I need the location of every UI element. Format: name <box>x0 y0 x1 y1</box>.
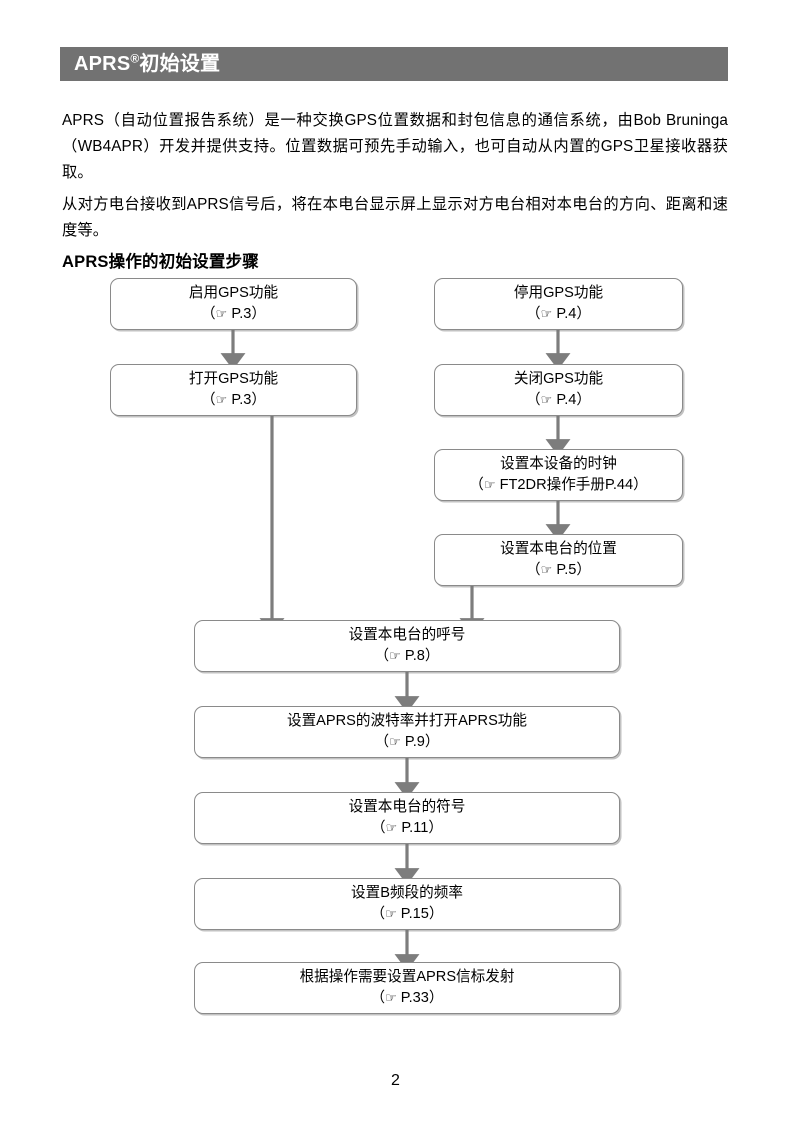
flow-node-set-device-clock[interactable]: 设置本设备的时钟 （☞ FT2DR操作手册P.44） <box>434 449 683 501</box>
flow-node-set-station-callsign-ref: （☞ P.8） <box>374 648 440 664</box>
flow-node-set-device-clock-ref: （☞ FT2DR操作手册P.44） <box>469 477 648 493</box>
flow-node-enable-gps[interactable]: 启用GPS功能 （☞ P.3） <box>110 278 357 330</box>
flow-node-set-station-symbol[interactable]: 设置本电台的符号 （☞ P.11） <box>194 792 620 844</box>
page-title: APRS®初始设置 <box>60 51 221 75</box>
flow-node-disable-gps-ref: （☞ P.4） <box>526 306 591 322</box>
pointing-hand-icon: ☞ <box>385 821 398 836</box>
flow-node-set-aprs-baud-rate-label: 设置APRS的波特率并打开APRS功能 <box>286 713 527 729</box>
flow-node-turn-on-gps-ref: （☞ P.3） <box>201 392 266 408</box>
flow-node-set-station-callsign[interactable]: 设置本电台的呼号 （☞ P.8） <box>194 620 620 672</box>
flow-node-set-device-clock-label: 设置本设备的时钟 <box>500 456 617 472</box>
flow-node-set-station-position-ref: （☞ P.5） <box>526 562 591 578</box>
flow-node-set-station-position[interactable]: 设置本电台的位置 （☞ P.5） <box>434 534 683 586</box>
pointing-hand-icon: ☞ <box>540 393 553 408</box>
flow-node-turn-off-gps[interactable]: 关闭GPS功能 （☞ P.4） <box>434 364 683 416</box>
flow-node-set-b-band-frequency-ref: （☞ P.15） <box>370 906 444 922</box>
flow-node-turn-on-gps-label: 打开GPS功能 <box>188 371 279 387</box>
subsection-heading: APRS操作的初始设置步骤 <box>62 252 259 271</box>
flow-node-set-station-symbol-label: 设置本电台的符号 <box>348 799 466 815</box>
flow-node-set-station-symbol-ref: （☞ P.11） <box>371 820 443 836</box>
flow-node-disable-gps[interactable]: 停用GPS功能 （☞ P.4） <box>434 278 683 330</box>
section-header-bar: APRS®初始设置 <box>60 47 728 81</box>
flow-node-set-station-callsign-label: 设置本电台的呼号 <box>348 627 466 643</box>
intro-paragraph-2: 从对方电台接收到APRS信号后，将在本电台显示屏上显示对方电台相对本电台的方向、… <box>62 196 728 240</box>
flow-node-set-station-position-label: 设置本电台的位置 <box>500 541 617 557</box>
pointing-hand-icon: ☞ <box>385 907 397 922</box>
flow-node-set-aprs-beacon-tx-ref: （☞ P.33） <box>370 990 444 1006</box>
pointing-hand-icon: ☞ <box>389 735 401 750</box>
flow-node-set-b-band-frequency-label: 设置B频段的频率 <box>351 885 463 901</box>
flow-node-disable-gps-label: 停用GPS功能 <box>513 285 604 301</box>
registered-trademark-icon: ® <box>130 51 140 66</box>
pointing-hand-icon: ☞ <box>385 991 397 1006</box>
flow-node-set-aprs-baud-rate-ref: （☞ P.9） <box>374 734 440 750</box>
page-title-rest: 初始设置 <box>139 53 221 75</box>
flow-node-set-aprs-beacon-tx[interactable]: 根据操作需要设置APRS信标发射 （☞ P.33） <box>194 962 620 1014</box>
page-number: 2 <box>391 1072 400 1089</box>
flow-node-enable-gps-label: 启用GPS功能 <box>188 285 279 301</box>
flow-node-turn-on-gps[interactable]: 打开GPS功能 （☞ P.3） <box>110 364 357 416</box>
flow-node-turn-off-gps-ref: （☞ P.4） <box>526 392 591 408</box>
pointing-hand-icon: ☞ <box>215 307 228 322</box>
flow-node-set-aprs-beacon-tx-label: 根据操作需要设置APRS信标发射 <box>299 969 515 985</box>
pointing-hand-icon: ☞ <box>540 563 553 578</box>
flow-node-enable-gps-ref: （☞ P.3） <box>201 306 266 322</box>
pointing-hand-icon: ☞ <box>540 307 553 322</box>
flow-node-set-b-band-frequency[interactable]: 设置B频段的频率 （☞ P.15） <box>194 878 620 930</box>
flow-node-turn-off-gps-label: 关闭GPS功能 <box>513 371 604 387</box>
page-title-main: APRS <box>74 53 131 75</box>
flow-node-set-aprs-baud-rate[interactable]: 设置APRS的波特率并打开APRS功能 （☞ P.9） <box>194 706 620 758</box>
pointing-hand-icon: ☞ <box>483 478 496 493</box>
intro-paragraph-1: APRS（自动位置报告系统）是一种交换GPS位置数据和封包信息的通信系统，由Bo… <box>62 112 728 182</box>
pointing-hand-icon: ☞ <box>215 393 228 408</box>
pointing-hand-icon: ☞ <box>389 649 401 664</box>
